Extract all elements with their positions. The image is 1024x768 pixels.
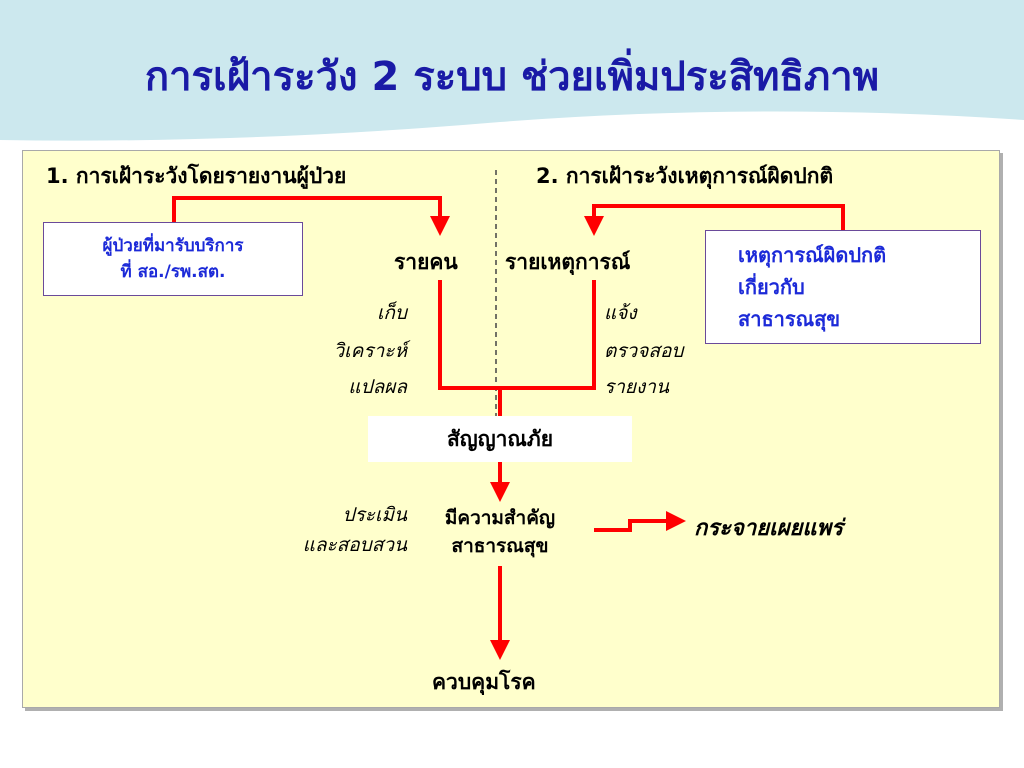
signal-box: สัญญาณภัย [368,416,632,462]
signal-label: สัญญาณภัย [446,426,554,451]
arrow-importance-to-spread [594,511,686,532]
page-title: การเฝ้าระวัง 2 ระบบ ช่วยเพิ่มประสิทธิภาพ [144,54,880,100]
importance-line-2: สาธารณสุข [451,535,549,557]
header-wave [0,0,1024,141]
right-step-notify: แจ้ง [604,302,637,324]
event-source-line-2: เกี่ยวกับ [738,275,805,299]
right-step-report: รายงาน [604,376,669,398]
merge-right [500,280,596,390]
importance-line-1: มีความสำคัญ [444,507,556,529]
arrow-event-to-eventnode [584,204,845,236]
event-source-line-3: สาธารณสุข [738,307,841,331]
spread-label: กระจายเผยแพร่ [694,516,843,541]
assess-line-2: และสอบสวน [302,534,407,556]
left-step-collect: เก็บ [376,302,407,324]
assess-line-1: ประเมิน [342,504,407,526]
left-step-interpret: แปลผล [348,376,407,398]
importance-node: มีความสำคัญ สาธารณสุข [410,504,590,560]
control-label: ควบคุมโรค [432,670,536,694]
right-heading: 2. การเฝ้าระวังเหตุการณ์ผิดปกติ [536,164,834,188]
event-source-box: เหตุการณ์ผิดปกติ เกี่ยวกับ สาธารณสุข [705,230,981,344]
individual-node: รายคน [394,250,458,274]
merge-left [438,280,500,390]
patient-source-box: ผู้ป่วยที่มารับบริการ ที่ สอ./รพ.สต. [43,222,303,296]
header-band [0,0,1024,150]
patient-source-line-2: ที่ สอ./รพ.สต. [120,262,226,282]
event-node: รายเหตุการณ์ [505,250,631,274]
right-step-verify: ตรวจสอบ [604,340,684,362]
left-step-analyze: วิเคราะห์ [333,340,407,362]
event-source-line-1: เหตุการณ์ผิดปกติ [738,243,887,267]
arrow-patient-to-individual [172,196,450,236]
left-heading: 1. การเฝ้าระวังโดยรายงานผู้ป่วย [46,164,347,188]
patient-source-line-1: ผู้ป่วยที่มารับบริการ [102,236,244,256]
